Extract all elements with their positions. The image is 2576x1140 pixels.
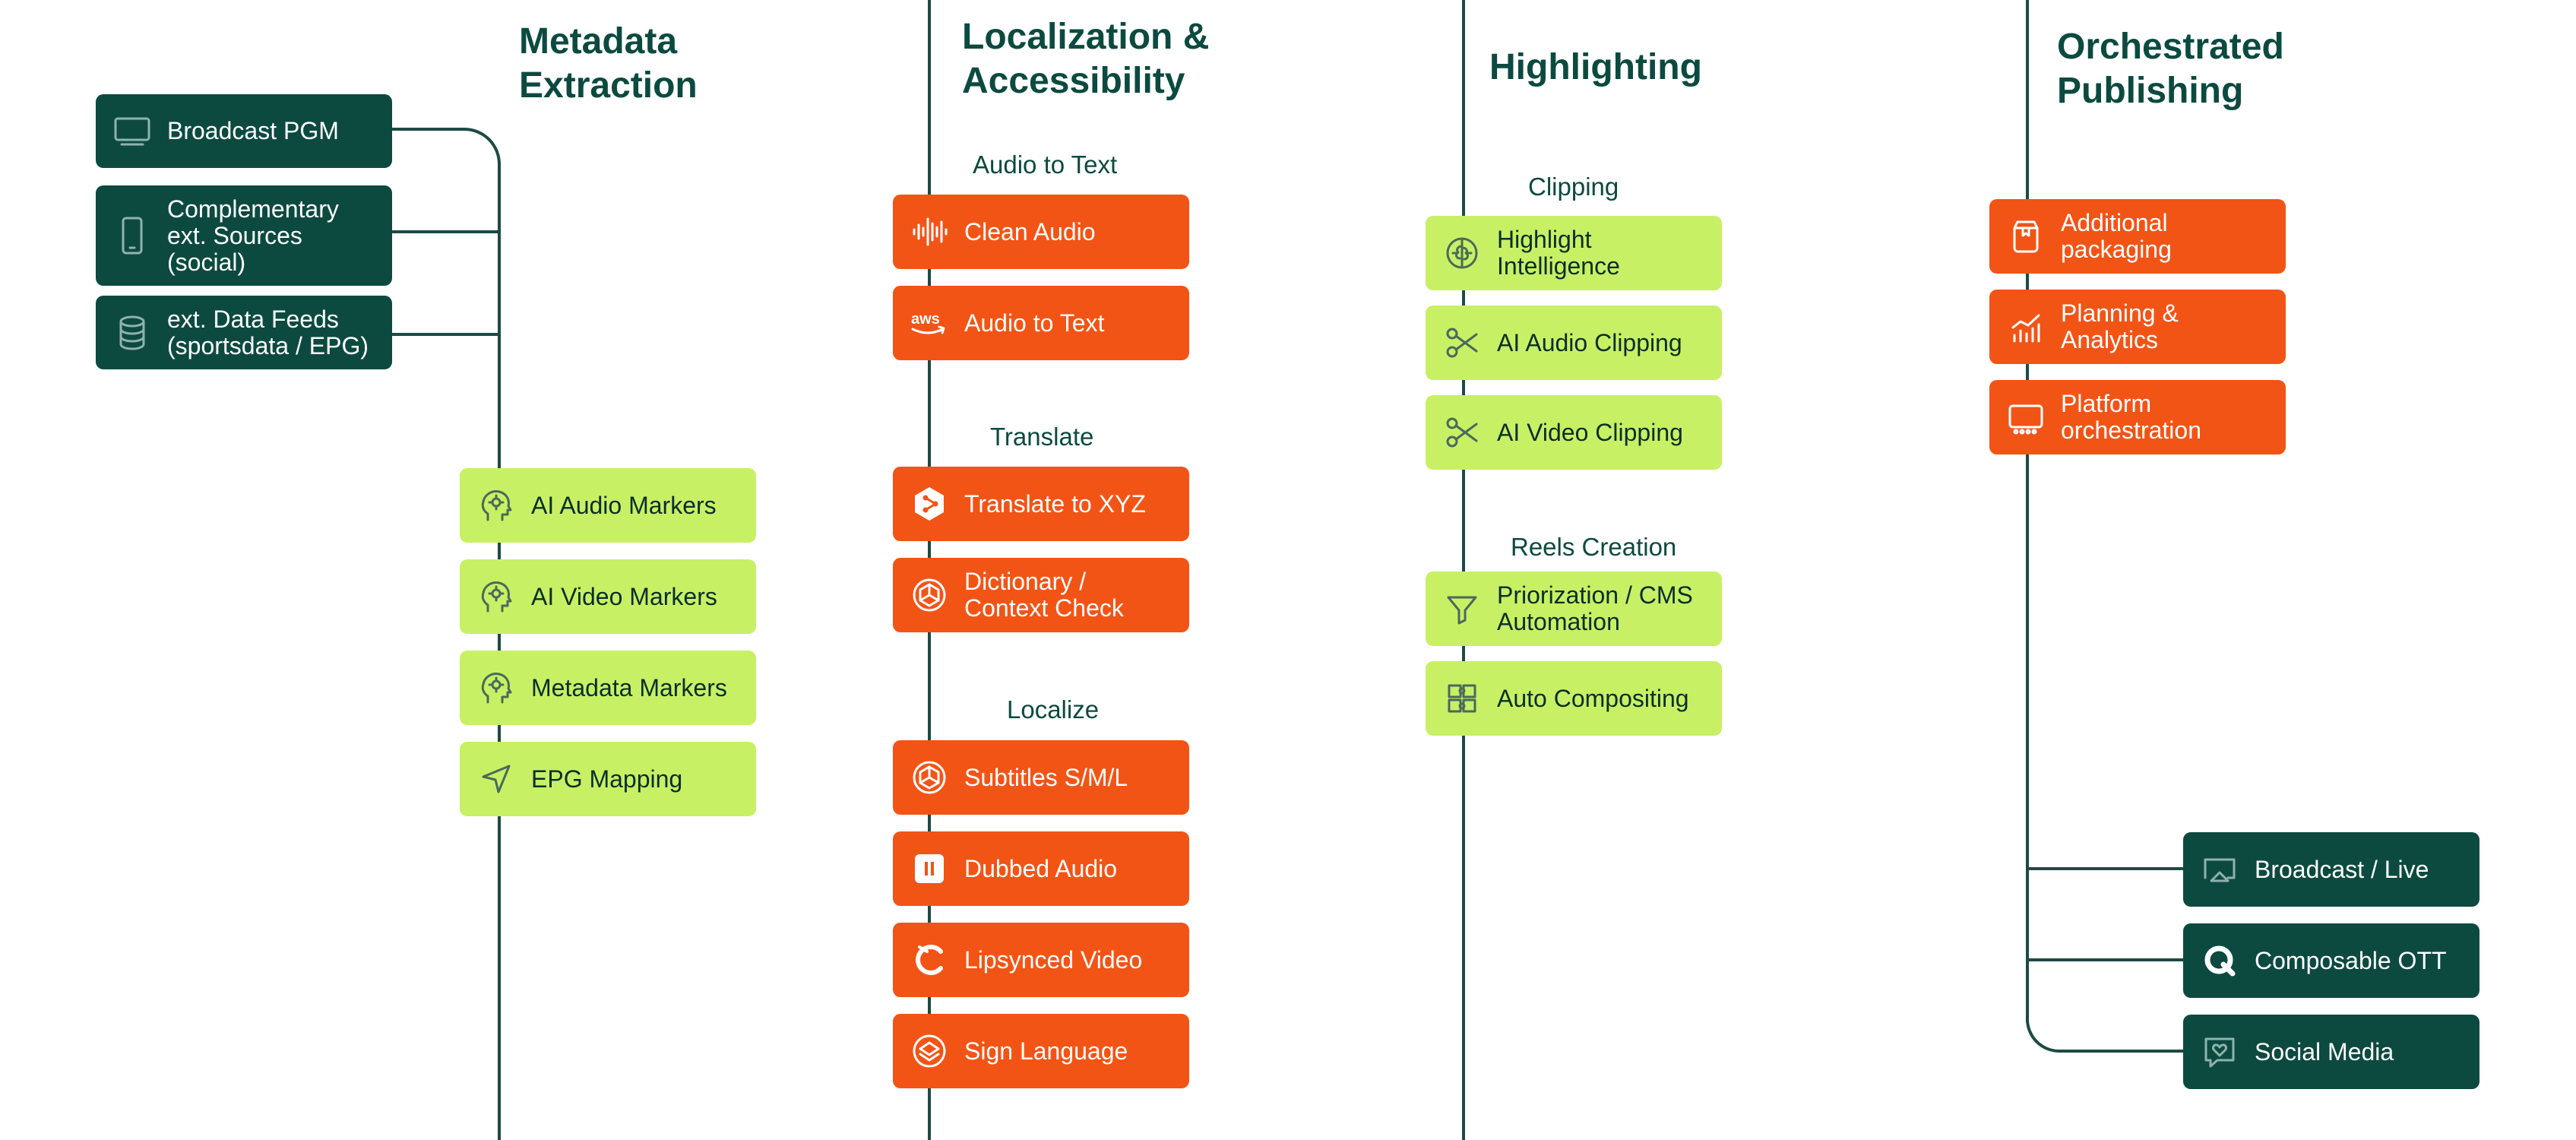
item-label: Priorization / CMS Automation xyxy=(1497,581,1693,635)
output-connector-2 xyxy=(2026,958,2185,961)
puzzle-icon xyxy=(1441,677,1483,720)
cast-icon xyxy=(2198,848,2241,891)
item-label: AI Video Clipping xyxy=(1497,418,1683,446)
item-label: Audio to Text xyxy=(964,309,1105,337)
elevenlabs-logo-icon xyxy=(908,847,951,890)
sign-language[interactable]: Sign Language xyxy=(893,1014,1189,1088)
item-label: Highlight Intelligence xyxy=(1497,226,1620,280)
output-social-media[interactable]: Social Media xyxy=(2183,1015,2479,1089)
ai-head-icon xyxy=(475,667,517,709)
ai-head-icon xyxy=(475,575,517,618)
ai-video-markers[interactable]: AI Video Markers xyxy=(460,559,756,634)
highlighting-trunk-line xyxy=(1462,0,1465,1140)
ai-audio-clipping[interactable]: AI Audio Clipping xyxy=(1426,306,1722,380)
dictionary-context-check[interactable]: Dictionary / Context Check xyxy=(893,558,1189,632)
output-connector-1 xyxy=(2026,867,2185,870)
q-logo-icon xyxy=(2198,939,2241,982)
output-label: Composable OTT xyxy=(2255,946,2447,974)
publishing-trunk-line xyxy=(2026,0,2029,1022)
item-label: Additional packaging xyxy=(2061,209,2172,263)
item-label: EPG Mapping xyxy=(531,765,683,793)
source-broadcast-pgm[interactable]: Broadcast PGM xyxy=(96,94,392,168)
deepl-logo-icon xyxy=(908,483,951,525)
item-label: Translate to XYZ xyxy=(964,489,1146,518)
svg-text:aws: aws xyxy=(911,311,940,328)
scissors-icon xyxy=(1441,411,1483,454)
auto-compositing[interactable]: Auto Compositing xyxy=(1426,661,1722,736)
item-label: Dictionary / Context Check xyxy=(964,568,1124,622)
metadata-markers[interactable]: Metadata Markers xyxy=(460,651,756,725)
priorization-cms-automation[interactable]: Priorization / CMS Automation xyxy=(1426,572,1722,646)
aws-logo-icon: aws xyxy=(908,302,951,344)
dubbed-audio[interactable]: Dubbed Audio xyxy=(893,831,1189,906)
source-label: ext. Data Feeds (sportsdata / EPG) xyxy=(167,305,369,359)
group-title-clipping: Clipping xyxy=(1528,173,1619,201)
openai-logo-icon xyxy=(908,574,951,616)
item-label: Sign Language xyxy=(964,1037,1128,1065)
item-label: Metadata Markers xyxy=(531,673,727,701)
translate-to-xyz[interactable]: Translate to XYZ xyxy=(893,467,1189,541)
ai-audio-markers[interactable]: AI Audio Markers xyxy=(460,468,756,543)
brain-icon xyxy=(1441,232,1483,274)
epg-mapping[interactable]: EPG Mapping xyxy=(460,742,756,816)
ai-video-clipping[interactable]: AI Video Clipping xyxy=(1426,395,1722,470)
phone-icon xyxy=(111,214,153,257)
c-logo-icon xyxy=(908,939,951,981)
source-connector-2 xyxy=(388,230,501,233)
lipsynced-video[interactable]: Lipsynced Video xyxy=(893,923,1189,997)
item-label: Subtitles S/M/L xyxy=(964,763,1128,791)
localization-column-title: Localization & Accessibility xyxy=(962,17,1210,101)
item-label: Dubbed Audio xyxy=(964,854,1118,882)
group-title-reels-creation: Reels Creation xyxy=(1511,533,1677,561)
item-label: AI Audio Clipping xyxy=(1497,328,1682,356)
audio-to-text[interactable]: aws Audio to Text xyxy=(893,286,1189,360)
item-label: Clean Audio xyxy=(964,217,1096,245)
source-complementary[interactable]: Complementary ext. Sources (social) xyxy=(96,185,392,286)
source-connector-3 xyxy=(388,333,501,336)
ai-head-icon xyxy=(475,484,517,527)
item-label: Lipsynced Video xyxy=(964,945,1143,974)
database-icon xyxy=(111,312,153,354)
source-label: Broadcast PGM xyxy=(167,117,339,144)
highlight-intelligence[interactable]: Highlight Intelligence xyxy=(1426,216,1722,290)
platform-orchestration[interactable]: Platform orchestration xyxy=(1989,380,2286,454)
item-label: Auto Compositing xyxy=(1497,684,1689,712)
subtitles[interactable]: Subtitles S/M/L xyxy=(893,740,1189,815)
item-label: AI Audio Markers xyxy=(531,491,717,519)
funnel-icon xyxy=(1441,587,1483,630)
openai-logo-icon xyxy=(908,756,951,799)
clean-audio[interactable]: Clean Audio xyxy=(893,195,1189,269)
item-label: Planning & Analytics xyxy=(2061,299,2179,353)
output-connector-3 xyxy=(2026,1013,2185,1053)
group-title-audio-to-text: Audio to Text xyxy=(973,150,1118,179)
package-icon xyxy=(2005,215,2047,258)
output-label: Broadcast / Live xyxy=(2255,855,2429,883)
group-title-localize: Localize xyxy=(1007,695,1100,724)
item-label: Platform orchestration xyxy=(2061,390,2201,444)
monitor-icon xyxy=(111,110,153,153)
planning-analytics[interactable]: Planning & Analytics xyxy=(1989,290,2286,364)
additional-packaging[interactable]: Additional packaging xyxy=(1989,199,2286,274)
output-composable-ott[interactable]: Composable OTT xyxy=(2183,923,2479,998)
source-label: Complementary ext. Sources (social) xyxy=(167,195,339,276)
item-label: AI Video Markers xyxy=(531,582,717,610)
metadata-column-title: Metadata Extraction xyxy=(519,21,698,106)
output-label: Social Media xyxy=(2255,1037,2394,1066)
output-broadcast-live[interactable]: Broadcast / Live xyxy=(2183,832,2479,907)
group-title-translate: Translate xyxy=(990,423,1094,451)
highlighting-column-title: Highlighting xyxy=(1489,47,1702,87)
waveform-icon xyxy=(908,211,951,253)
metadata-source-connector xyxy=(388,128,501,173)
analytics-icon xyxy=(2005,306,2047,348)
orchestration-icon xyxy=(2005,396,2047,439)
sign-language-logo-icon xyxy=(908,1030,951,1072)
scissors-icon xyxy=(1441,321,1483,364)
navigation-arrow-icon xyxy=(475,758,517,800)
source-data-feeds[interactable]: ext. Data Feeds (sportsdata / EPG) xyxy=(96,296,392,369)
chat-heart-icon xyxy=(2198,1031,2241,1073)
publishing-column-title: Orchestrated Publishing xyxy=(2057,27,2284,111)
